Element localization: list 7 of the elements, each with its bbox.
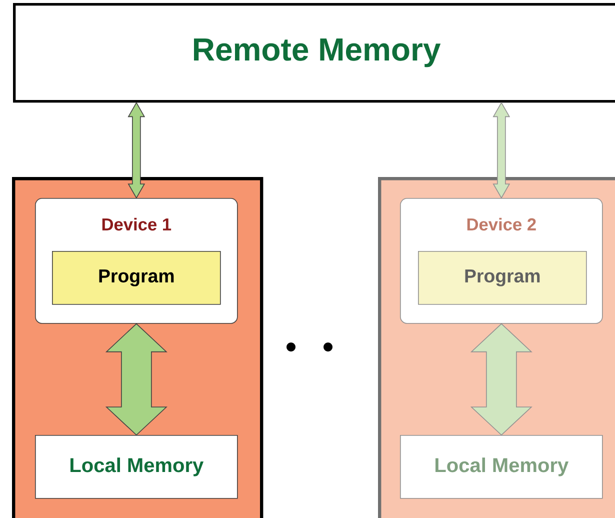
double-arrow <box>470 323 532 436</box>
program-box: Program <box>52 251 221 305</box>
remote-memory-box: Remote Memory <box>13 3 615 103</box>
double-arrow <box>105 323 168 436</box>
local-memory-box: Local Memory <box>400 435 603 499</box>
local-memory-box: Local Memory <box>35 435 238 499</box>
program-box: Program <box>418 251 587 305</box>
